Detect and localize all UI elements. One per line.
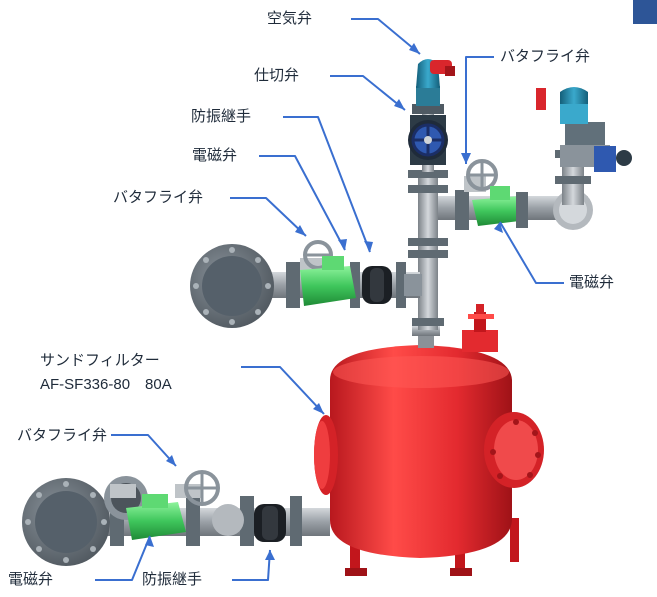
label-butterfly-left: バタフライ弁 bbox=[113, 189, 204, 206]
butterfly-valves-bottom bbox=[110, 470, 220, 506]
vibration-joint-bottom bbox=[254, 504, 286, 542]
sand-filter-tank bbox=[314, 304, 544, 576]
label-gate-valve: 仕切弁 bbox=[254, 67, 300, 84]
solenoid-valve-bottom bbox=[126, 494, 186, 540]
vibration-joint-upper bbox=[362, 266, 392, 304]
label-butterfly-bottom: バタフライ弁 bbox=[17, 427, 108, 444]
leader-solenoid-right bbox=[499, 221, 564, 284]
label-vibration-joint-bottom: 防振継手 bbox=[142, 571, 203, 588]
gate-valve bbox=[408, 115, 448, 165]
leader-butterfly-bottom bbox=[111, 434, 177, 467]
corner-accent bbox=[633, 0, 657, 24]
label-butterfly-right: バタフライ弁 bbox=[500, 48, 591, 65]
leader-air-valve bbox=[351, 18, 421, 55]
leader-vibration-joint-top bbox=[283, 116, 371, 253]
leader-gate-valve bbox=[330, 75, 406, 111]
butterfly-valve-right bbox=[455, 159, 498, 230]
bottom-branch bbox=[80, 496, 330, 546]
leader-butterfly-right bbox=[465, 56, 494, 164]
leader-lines bbox=[95, 18, 564, 581]
solenoid-valve-right bbox=[472, 186, 528, 228]
leader-solenoid-top bbox=[259, 155, 346, 251]
leader-vibration-joint-bottom bbox=[232, 549, 271, 581]
leader-arrowheads bbox=[145, 43, 503, 560]
leader-sand-filter bbox=[241, 366, 325, 415]
air-valve bbox=[412, 59, 455, 114]
label-sand-filter-model: AF-SF336-80 80A bbox=[40, 376, 172, 393]
leader-solenoid-bottom bbox=[95, 535, 151, 581]
flange-cover-upper-left bbox=[190, 244, 274, 328]
label-air-valve: 空気弁 bbox=[267, 10, 313, 27]
butterfly-valve-upper-left bbox=[300, 240, 333, 272]
solenoid-valve-upper-left bbox=[300, 256, 356, 306]
label-solenoid-bottom: 電磁弁 bbox=[8, 571, 54, 588]
label-vibration-joint-top: 防振継手 bbox=[191, 108, 252, 125]
label-solenoid-top: 電磁弁 bbox=[192, 147, 238, 164]
label-sand-filter-name: サンドフィルター bbox=[40, 352, 160, 369]
leader-butterfly-left bbox=[230, 197, 307, 237]
label-solenoid-right: 電磁弁 bbox=[569, 274, 615, 291]
